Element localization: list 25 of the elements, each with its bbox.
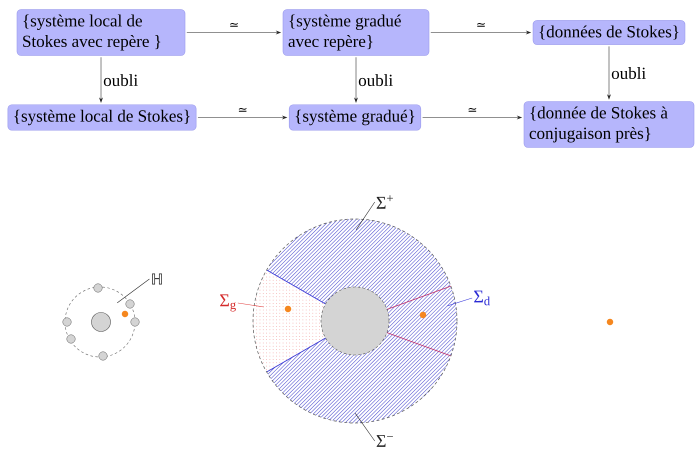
leader-line — [356, 202, 376, 230]
rounded-box: {système gradué avec repère} — [282, 9, 430, 56]
edge-label: ≃ — [238, 108, 246, 112]
edge-label: ≃ — [468, 108, 476, 112]
symbol-label: ℍ — [152, 274, 162, 284]
edge-label: oubli — [358, 74, 393, 86]
region-label: Σ$_{g}$ — [220, 294, 236, 312]
region-label: Σ$_{d}$ — [474, 290, 490, 306]
leader-line — [116, 278, 150, 304]
edge-label: oubli — [612, 67, 646, 79]
hatched-sector — [386, 286, 457, 356]
dashed-circle — [64, 286, 136, 358]
leader-line — [238, 302, 264, 308]
edge-label: ≃ — [230, 22, 238, 27]
edge-label: ≃ — [477, 22, 485, 27]
rounded-box: {donnée de Stokes à conjugaison près} — [524, 101, 694, 148]
region-label: Σ$^{−}$ — [376, 435, 393, 447]
edge-label: oubli — [104, 74, 138, 86]
leader-line — [446, 298, 472, 306]
rounded-box: {système gradué} — [288, 104, 422, 131]
rounded-box: {système local de Stokes} — [8, 104, 196, 131]
rounded-box: {système local de Stokes avec repère } — [16, 9, 186, 56]
rounded-box: {données de Stokes} — [532, 20, 686, 45]
region-label: Σ$^{+}$ — [376, 195, 393, 209]
leader-line — [354, 412, 376, 442]
